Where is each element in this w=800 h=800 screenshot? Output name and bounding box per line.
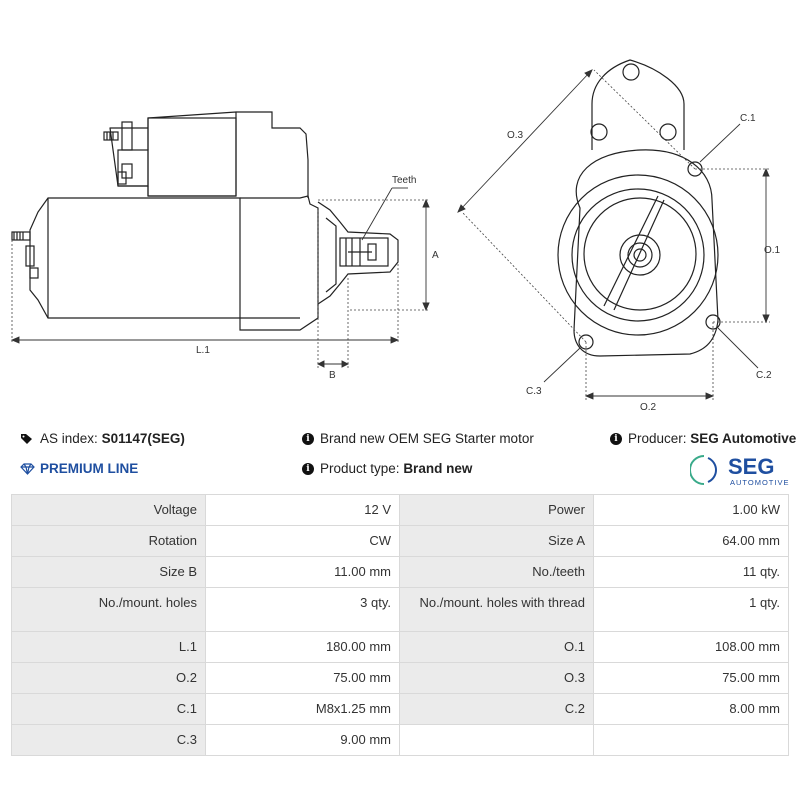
spec-label: No./mount. holes with thread bbox=[399, 587, 594, 632]
spec-value: 1.00 kW bbox=[593, 494, 789, 526]
spec-label: No./teeth bbox=[399, 556, 594, 588]
spec-label: C.2 bbox=[399, 693, 594, 725]
spec-value: 75.00 mm bbox=[593, 662, 789, 694]
spec-label: Size B bbox=[11, 556, 206, 588]
dim-o3-label: O.3 bbox=[507, 130, 524, 141]
table-row: Size B 11.00 mm No./teeth 11 qty. bbox=[11, 556, 789, 588]
table-row: C.1 M8x1.25 mm C.2 8.00 mm bbox=[11, 693, 789, 725]
dim-b-label: B bbox=[329, 370, 336, 381]
spec-value: 3 qty. bbox=[205, 587, 400, 632]
spec-label: C.3 bbox=[11, 724, 206, 756]
spec-value: 9.00 mm bbox=[205, 724, 400, 756]
specifications-table: Voltage 12 V Power 1.00 kW Rotation CW S… bbox=[11, 494, 789, 756]
table-row: C.3 9.00 mm bbox=[11, 724, 789, 756]
spec-value: 12 V bbox=[205, 494, 400, 526]
table-row: O.2 75.00 mm O.3 75.00 mm bbox=[11, 662, 789, 694]
spec-label: O.1 bbox=[399, 631, 594, 663]
info-icon: i bbox=[302, 432, 314, 445]
premium-line: PREMIUM LINE bbox=[20, 461, 138, 476]
spec-label: Voltage bbox=[11, 494, 206, 526]
tags-icon bbox=[21, 433, 32, 444]
table-row: No./mount. holes 3 qty. No./mount. holes… bbox=[11, 587, 789, 632]
spec-label: Power bbox=[399, 494, 594, 526]
spec-label: Size A bbox=[399, 525, 594, 557]
table-row: Voltage 12 V Power 1.00 kW bbox=[11, 494, 789, 526]
producer-value: SEG Automotive bbox=[690, 431, 797, 446]
producer: i Producer: SEG Automotive bbox=[610, 431, 796, 446]
spec-value: 108.00 mm bbox=[593, 631, 789, 663]
spec-value: 8.00 mm bbox=[593, 693, 789, 725]
spec-label: O.3 bbox=[399, 662, 594, 694]
product-type: i Product type: Brand new bbox=[302, 461, 472, 476]
spec-label bbox=[399, 724, 594, 756]
spec-label: No./mount. holes bbox=[11, 587, 206, 632]
product-type-value: Brand new bbox=[403, 461, 473, 476]
spec-label: Rotation bbox=[11, 525, 206, 557]
dim-o2-label: O.2 bbox=[640, 402, 657, 413]
table-row: Rotation CW Size A 64.00 mm bbox=[11, 525, 789, 557]
spec-label: L.1 bbox=[11, 631, 206, 663]
spec-value: 11 qty. bbox=[593, 556, 789, 588]
dim-c2-label: C.2 bbox=[756, 370, 772, 381]
spec-label: O.2 bbox=[11, 662, 206, 694]
dim-a-label: A bbox=[432, 250, 439, 261]
dim-c1-label: C.1 bbox=[740, 113, 756, 124]
dim-l1-label: L.1 bbox=[196, 345, 210, 356]
seg-automotive-logo: SEG AUTOMOTIVE bbox=[690, 454, 789, 487]
dim-o1-label: O.1 bbox=[764, 245, 781, 256]
spec-value: CW bbox=[205, 525, 400, 557]
spec-value: 75.00 mm bbox=[205, 662, 400, 694]
spec-value: 1 qty. bbox=[593, 587, 789, 632]
svg-text:SEG: SEG bbox=[728, 454, 774, 479]
starter-motor-drawing: Teeth A B L.1 O.1 O.2 O.3 C.1 C.2 C.3 bbox=[10, 59, 781, 413]
table-row: L.1 180.00 mm O.1 108.00 mm bbox=[11, 631, 789, 663]
spec-label: C.1 bbox=[11, 693, 206, 725]
description: i Brand new OEM SEG Starter motor bbox=[302, 431, 534, 446]
info-icon: i bbox=[302, 462, 314, 475]
spec-value: 11.00 mm bbox=[205, 556, 400, 588]
spec-value: 64.00 mm bbox=[593, 525, 789, 557]
svg-text:AUTOMOTIVE: AUTOMOTIVE bbox=[730, 478, 789, 487]
spec-value: M8x1.25 mm bbox=[205, 693, 400, 725]
dim-c3-label: C.3 bbox=[526, 386, 542, 397]
as-index-value: S01147(SEG) bbox=[101, 431, 185, 446]
spec-value bbox=[593, 724, 789, 756]
teeth-label: Teeth bbox=[392, 175, 416, 186]
diamond-icon bbox=[20, 462, 35, 475]
info-icon: i bbox=[610, 432, 622, 445]
as-index: AS index: S01147(SEG) bbox=[20, 431, 185, 446]
spec-value: 180.00 mm bbox=[205, 631, 400, 663]
